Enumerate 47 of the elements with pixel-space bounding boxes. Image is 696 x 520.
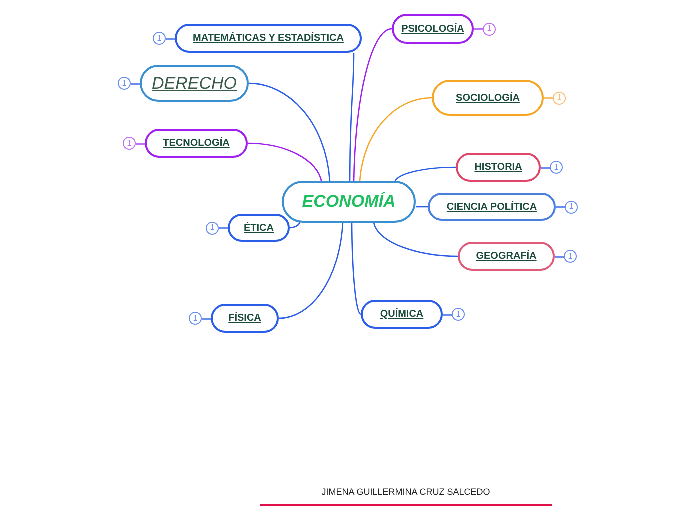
branch-line xyxy=(373,222,458,258)
branch-line xyxy=(278,222,344,320)
branch-line xyxy=(353,28,392,182)
count-badge: 1 xyxy=(565,200,578,214)
topic-text: ÉTICA xyxy=(244,221,274,236)
topic-text: GEOGRAFÍA xyxy=(476,249,537,264)
branch-line xyxy=(248,82,331,182)
central-topic xyxy=(282,181,416,223)
count-badge: 1 xyxy=(483,22,496,36)
topic-box xyxy=(175,24,362,53)
topic-box xyxy=(145,129,248,158)
topic-text: QUÍMICA xyxy=(380,307,424,322)
count-badge: 1 xyxy=(550,161,563,174)
topic-box xyxy=(392,14,474,44)
topic-text: FÍSICA xyxy=(228,311,262,326)
topic-text: HISTORIA xyxy=(474,161,522,175)
topic-box xyxy=(211,304,279,333)
author-name: JIMENA GUILLERMINA CRUZ SALCEDO xyxy=(320,486,492,499)
branch-line xyxy=(349,53,355,181)
count-badge: 1 xyxy=(206,222,219,234)
topic-text: PSICOLOGÍA xyxy=(402,22,464,36)
branch-line xyxy=(351,223,362,316)
topic-box xyxy=(432,80,544,116)
count-badge: 1 xyxy=(564,250,577,263)
topic-box xyxy=(228,214,290,242)
topic-text: CIENCIA POLÍTICA xyxy=(446,200,538,214)
topic-text: SOCIOLOGÍA xyxy=(456,91,520,106)
branch-line xyxy=(359,97,432,182)
topic-text: TECNOLOGÍA xyxy=(163,136,230,151)
topic-box xyxy=(428,193,556,221)
count-badge: 1 xyxy=(118,77,131,90)
count-badge: 1 xyxy=(553,92,566,104)
topic-box xyxy=(458,242,555,271)
topic-text: MATEMÁTICAS Y ESTADÍSTICA xyxy=(193,31,344,46)
count-badge: 1 xyxy=(189,312,202,325)
count-badge: 1 xyxy=(123,137,136,150)
branch-line xyxy=(290,222,301,229)
topic-box xyxy=(361,300,443,329)
count-badge: 1 xyxy=(153,32,166,45)
branch-line xyxy=(248,142,323,184)
topic-box xyxy=(456,153,541,182)
branch-line xyxy=(416,206,428,208)
count-badge: 1 xyxy=(452,308,465,321)
topic-text: DERECHO xyxy=(152,72,237,95)
branch-line xyxy=(394,166,456,182)
topic-box xyxy=(140,65,249,102)
topic-text: ECONOMÍA xyxy=(302,191,396,214)
